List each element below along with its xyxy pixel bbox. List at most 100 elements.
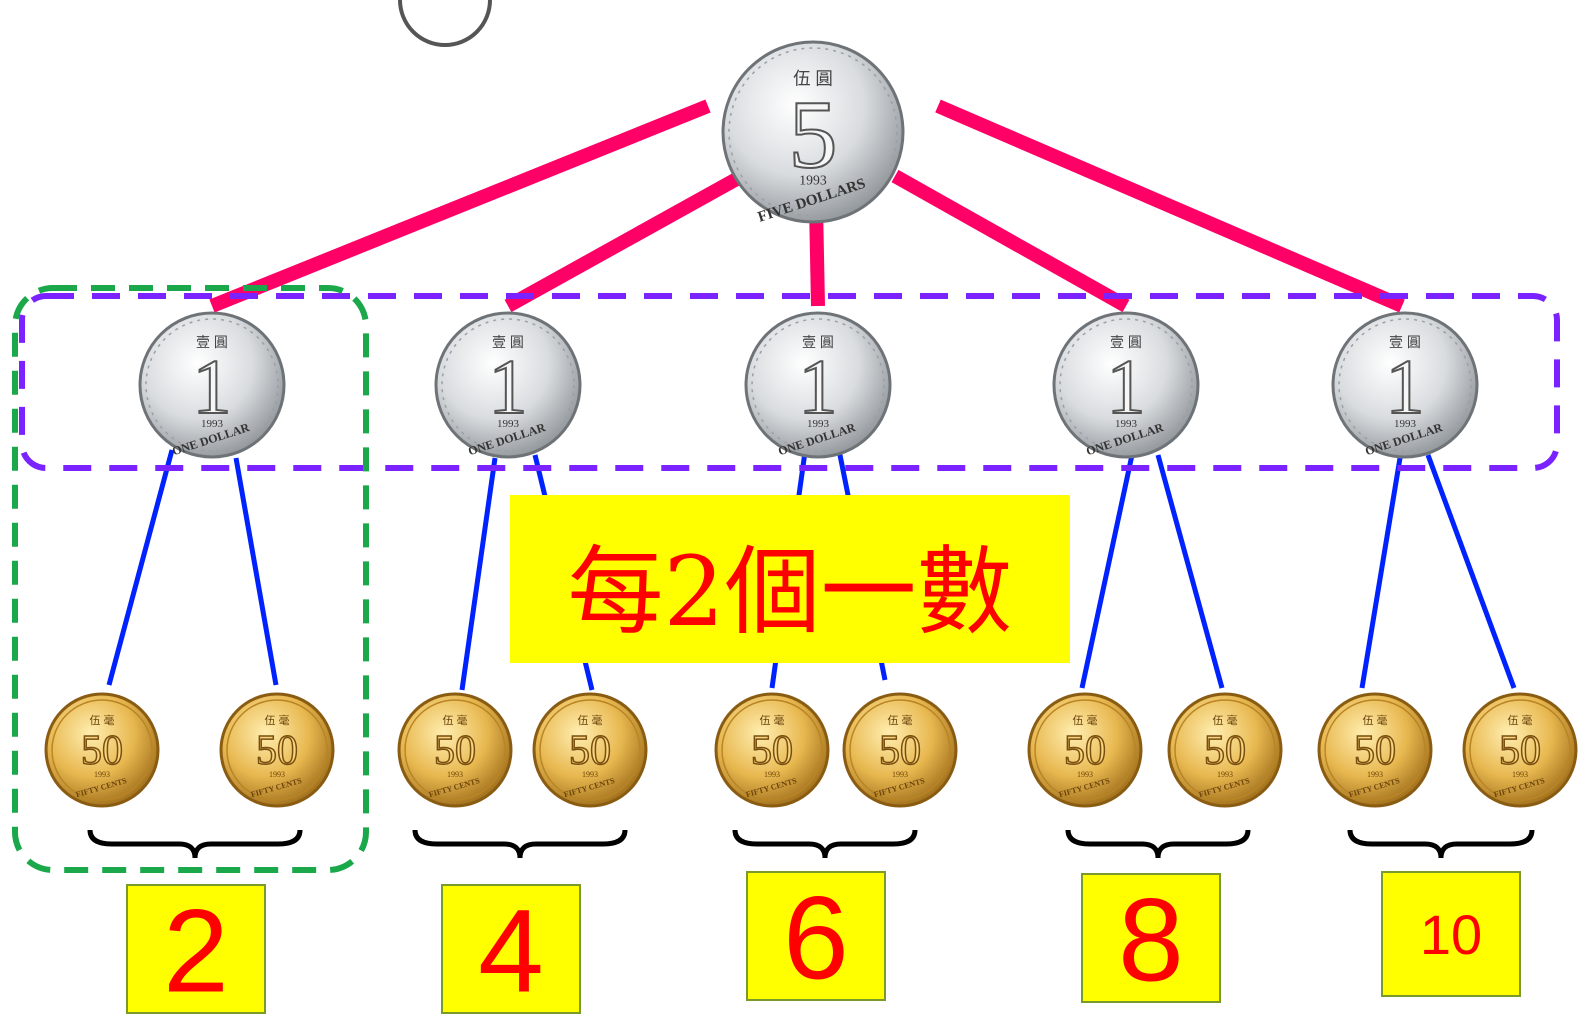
pair-brace: [412, 829, 628, 859]
coin-value: 1: [489, 343, 528, 430]
coin-year: 1993: [94, 770, 110, 779]
five-dollar-link: [504, 169, 746, 313]
coin-chinese: 壹 圓: [492, 334, 524, 350]
count-label-text: 10: [1420, 903, 1482, 966]
coin-year: 1993: [1512, 770, 1528, 779]
pair-brace: [1065, 829, 1251, 859]
coin-value: 50: [1499, 728, 1541, 774]
coin-value: 50: [1204, 728, 1246, 774]
coin-value: 1: [193, 343, 232, 430]
coin-value: 50: [1354, 728, 1396, 774]
count-label-text: 2: [163, 885, 229, 1017]
coin-year: 1993: [1217, 770, 1233, 779]
fifty-cent-link: [106, 449, 175, 686]
coin-chinese: 伍 圓: [793, 69, 833, 89]
count-label-box: [126, 884, 266, 1014]
fifty-cent-link: [459, 457, 498, 691]
coin-chinese: 壹 圓: [196, 334, 228, 350]
fifty-cent-link: [1359, 457, 1403, 689]
coin-year: 1993: [201, 418, 224, 430]
coin-value: 5: [789, 81, 838, 189]
fifty-cent-link: [1155, 454, 1225, 689]
count-label-text: 4: [478, 885, 544, 1017]
coin-chinese: 伍 毫: [759, 713, 784, 727]
coin-year: 1993: [764, 770, 780, 779]
fifty-cent-link: [1079, 454, 1135, 689]
coin-value: 50: [256, 728, 298, 774]
count-label: 8: [1081, 873, 1221, 1006]
coin-value: 1: [1386, 343, 1425, 430]
coin-year: 1993: [892, 770, 908, 779]
coin-chinese: 伍 毫: [577, 713, 602, 727]
coin-chinese: 伍 毫: [1212, 713, 1237, 727]
coin-value: 50: [1064, 728, 1106, 774]
five-dollar-link: [891, 169, 1130, 313]
coin-chinese: 伍 毫: [264, 713, 289, 727]
coin-year: 1993: [497, 418, 520, 430]
coin-year: 1993: [582, 770, 598, 779]
counting-banner: 每2個一數: [510, 495, 1070, 663]
coin-chinese: 伍 毫: [1362, 713, 1387, 727]
pair-brace: [732, 829, 918, 859]
coin-year: 1993: [799, 173, 827, 188]
coin-value: 1: [799, 343, 838, 430]
partial-coin-edge: [398, 0, 492, 47]
coin-year: 1993: [269, 770, 285, 779]
coin-value: 50: [879, 728, 921, 774]
fifty-cent-link: [233, 457, 279, 686]
coin-chinese: 伍 毫: [442, 713, 467, 727]
pair-brace: [1347, 829, 1535, 859]
one-dollar-group-outline: [19, 293, 1560, 471]
count-label-box: [441, 884, 581, 1014]
fifty-cent-link: [1425, 454, 1517, 689]
coin-value: 50: [751, 728, 793, 774]
coin-value: 50: [569, 728, 611, 774]
five-dollar-link: [209, 99, 711, 313]
coin-year: 1993: [1115, 418, 1138, 430]
coin-value: 1: [1107, 343, 1146, 430]
count-label: 4: [441, 884, 581, 1017]
coin-year: 1993: [447, 770, 463, 779]
coin-value: 50: [434, 728, 476, 774]
count-label: 10: [1381, 871, 1521, 997]
banner-text: 每2個一數: [567, 536, 1012, 648]
count-label-box: [1381, 871, 1521, 997]
coin-chinese: 伍 毫: [89, 713, 114, 727]
coin-chinese: 伍 毫: [1072, 713, 1097, 727]
coin-year: 1993: [807, 418, 830, 430]
first-pair-group-outline: [12, 285, 369, 873]
coin-year: 1993: [1077, 770, 1093, 779]
count-label-box: [1081, 873, 1221, 1003]
coin-year: 1993: [1394, 418, 1417, 430]
pair-brace: [87, 829, 303, 859]
coin-chinese: 伍 毫: [887, 713, 912, 727]
coin-year: 1993: [1367, 770, 1383, 779]
count-label: 6: [746, 871, 886, 1004]
count-label: 2: [126, 884, 266, 1017]
banner-background: [510, 495, 1070, 663]
pair-braces: [87, 829, 1535, 859]
coin-chinese: 壹 圓: [1110, 334, 1142, 350]
coin-chinese: 壹 圓: [802, 334, 834, 350]
count-labels: 2 4 6 8 10: [126, 871, 1521, 1017]
count-label-box: [746, 871, 886, 1001]
count-label-text: 6: [783, 872, 849, 1004]
coin-chinese: 伍 毫: [1507, 713, 1532, 727]
